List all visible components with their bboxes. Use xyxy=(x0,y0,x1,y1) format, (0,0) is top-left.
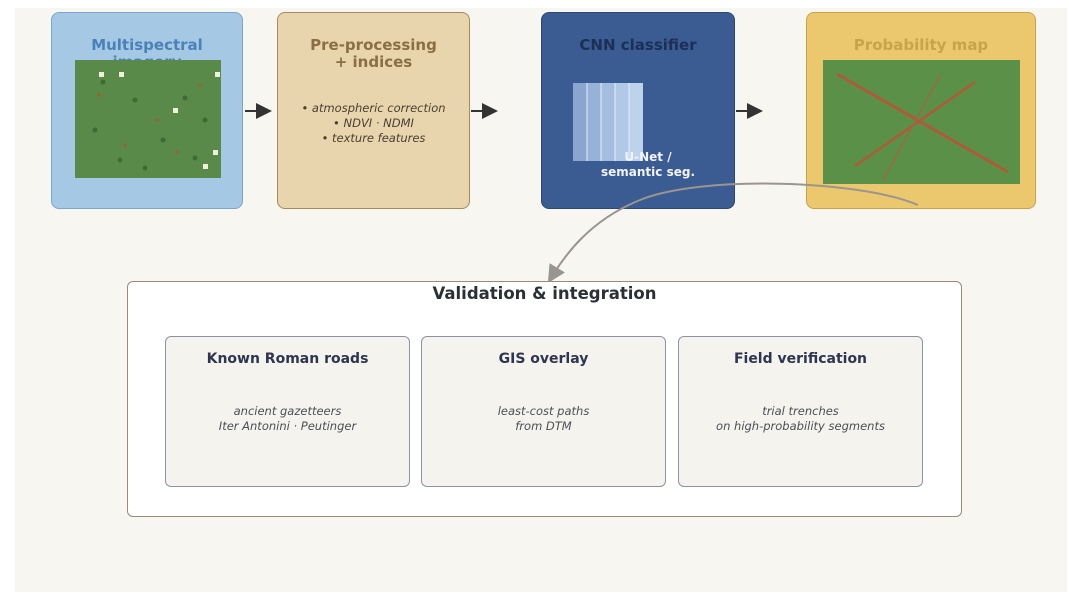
card-field-verification-line1: trial trenches xyxy=(762,404,839,418)
card-gis-overlay: GIS overlay least-cost paths from DTM xyxy=(421,336,666,487)
card-known-roads-line1: ancient gazetteers xyxy=(233,404,342,418)
cnn-title: CNN classifier xyxy=(579,36,697,54)
card-field-verification-text: trial trenches on high-probability segme… xyxy=(679,404,922,434)
imagery-thumbnail xyxy=(75,60,221,178)
card-gis-overlay-title: GIS overlay xyxy=(498,351,589,367)
cnn-stage: CNN classifier U-Net / semantic seg. xyxy=(541,12,735,209)
cnn-caption: U-Net / semantic seg. xyxy=(572,150,724,180)
network-layers-icon xyxy=(573,83,643,161)
preprocessing-title: Pre-processing + indices xyxy=(278,37,469,71)
bullet-indices: • NDVI · NDMI xyxy=(333,116,414,130)
preprocessing-stage: Pre-processing + indices • atmospheric c… xyxy=(277,12,470,209)
card-gis-overlay-line1: least-cost paths xyxy=(497,404,590,418)
preprocessing-bullets: • atmospheric correction • NDVI · NDMI •… xyxy=(278,101,469,146)
validation-panel: Validation & integration Known Roman roa… xyxy=(127,281,962,517)
card-field-verification-line2: on high-probability segments xyxy=(716,419,885,433)
arrow-probability-to-validation xyxy=(547,182,919,284)
preprocessing-title-line2: + indices xyxy=(334,53,413,71)
multispectral-stage: Multispectral imagery xyxy=(51,12,243,209)
card-known-roads-text: ancient gazetteers Iter Antonini · Peuti… xyxy=(166,404,409,434)
bullet-atmospheric: • atmospheric correction xyxy=(301,101,446,115)
cnn-caption-line2: semantic seg. xyxy=(601,165,695,179)
card-known-roads-title: Known Roman roads xyxy=(206,351,369,367)
validation-title: Validation & integration xyxy=(432,284,657,303)
bullet-texture: • texture features xyxy=(321,131,426,145)
card-known-roads-line2: Iter Antonini · Peutinger xyxy=(218,419,357,433)
card-gis-overlay-text: least-cost paths from DTM xyxy=(422,404,665,434)
card-known-roads: Known Roman roads ancient gazetteers Ite… xyxy=(165,336,410,487)
probability-stage: Probability map xyxy=(806,12,1036,209)
card-field-verification-title: Field verification xyxy=(733,351,868,367)
cnn-caption-line1: U-Net / xyxy=(624,150,672,164)
preprocessing-title-line1: Pre-processing xyxy=(310,36,437,54)
card-gis-overlay-line2: from DTM xyxy=(515,419,572,433)
probability-map-thumbnail xyxy=(823,60,1020,184)
card-field-verification: Field verification trial trenches on hig… xyxy=(678,336,923,487)
multispectral-title-line1: Multispectral xyxy=(91,36,203,54)
probability-title: Probability map xyxy=(853,36,989,54)
